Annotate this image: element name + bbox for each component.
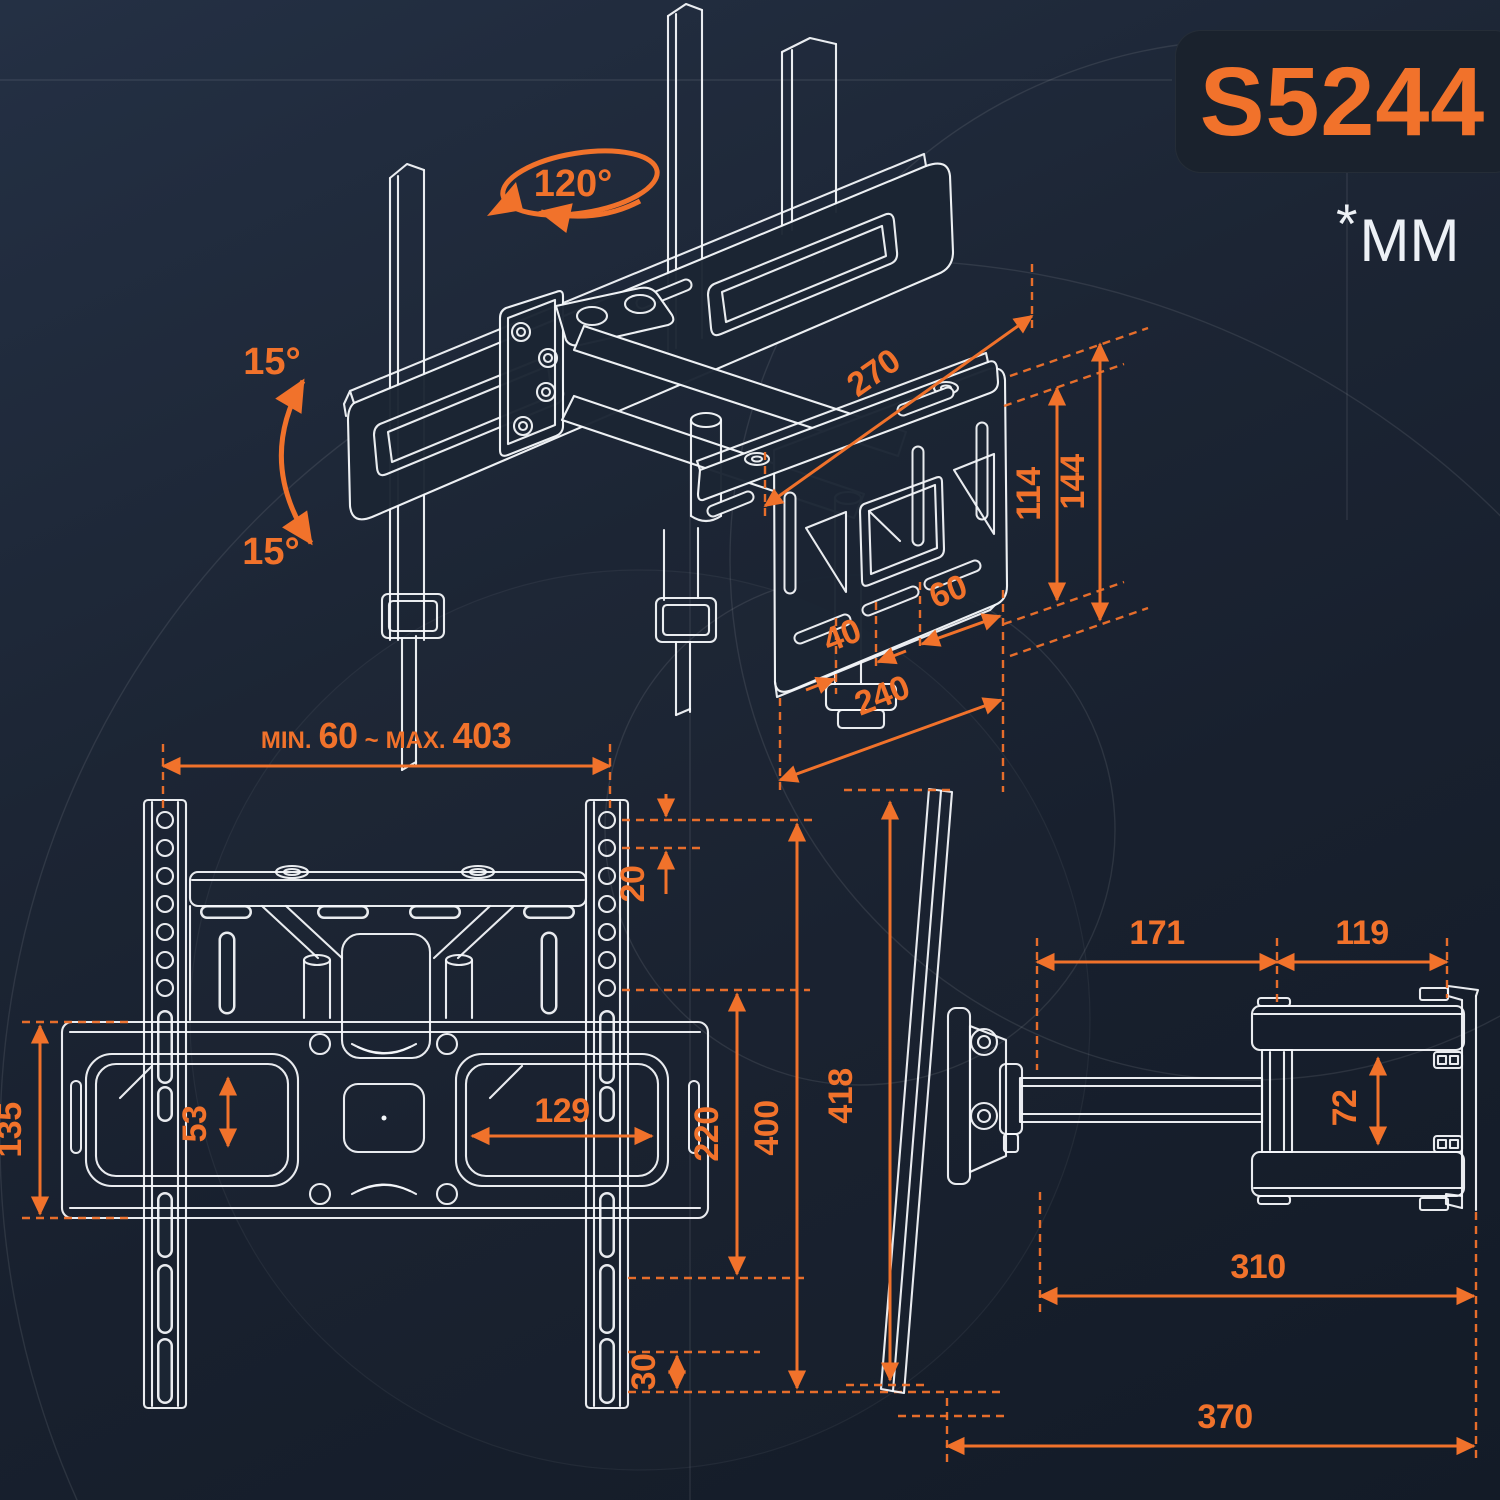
dim-310-label: 310 bbox=[1230, 1248, 1285, 1286]
swivel-arc bbox=[500, 148, 660, 218]
dim-72-label: 72 bbox=[1326, 1090, 1364, 1127]
dim-119-label: 119 bbox=[1335, 914, 1388, 952]
dim-171-label: 171 bbox=[1129, 914, 1184, 952]
dim-144-label: 144 bbox=[1054, 454, 1092, 510]
front-view: MIN.60~MAX.403 20 135 53 129 220 400 30 bbox=[0, 715, 1000, 1410]
dim-129-label: 129 bbox=[534, 1092, 589, 1130]
unit-note-label: MM bbox=[1359, 207, 1460, 274]
front-wall-plate bbox=[60, 1020, 710, 1220]
dim-20-label: 20 bbox=[614, 866, 652, 903]
model-badge-text: S5244 bbox=[1199, 46, 1486, 156]
swivel-arrowhead bbox=[487, 182, 523, 216]
front-bracket-body bbox=[188, 864, 588, 1060]
side-view: 171 119 418 72 310 370 bbox=[822, 787, 1480, 1462]
model-badge: S5244 bbox=[1175, 30, 1500, 173]
side-arm-assembly bbox=[1250, 984, 1480, 1212]
dim-range-label: MIN.60~MAX.403 bbox=[261, 715, 511, 756]
dim-30-label: 30 bbox=[625, 1354, 663, 1391]
unit-note-asterisk: * bbox=[1336, 193, 1358, 256]
dim-114-label: 114 bbox=[1010, 467, 1048, 521]
dim-135-label: 135 bbox=[0, 1102, 29, 1157]
side-tv-bracket bbox=[946, 1006, 1024, 1186]
isometric-view: 120° 15° 15° 270 114 144 40 60 bbox=[242, 2, 1149, 792]
dim-53-label: 53 bbox=[176, 1106, 214, 1143]
front-rail-left bbox=[142, 798, 188, 1410]
unit-note: *MM bbox=[1336, 193, 1460, 275]
dim-418-label: 418 bbox=[822, 1068, 860, 1123]
dim-220-label: 220 bbox=[688, 1106, 726, 1161]
swivel-angle-label: 120° bbox=[534, 163, 613, 205]
tilt-up-label: 15° bbox=[243, 341, 300, 383]
side-dimensions: 171 119 418 72 310 370 bbox=[822, 788, 1478, 1462]
dim-400-label: 400 bbox=[748, 1100, 786, 1155]
front-rail-right bbox=[584, 798, 630, 1410]
front-dimensions: MIN.60~MAX.403 20 135 53 129 220 400 30 bbox=[0, 715, 1000, 1394]
tilt-arc bbox=[275, 378, 314, 546]
iso-rail-rear bbox=[780, 36, 838, 236]
tilt-down-label: 15° bbox=[242, 531, 299, 573]
dim-370-label: 370 bbox=[1197, 1398, 1252, 1436]
